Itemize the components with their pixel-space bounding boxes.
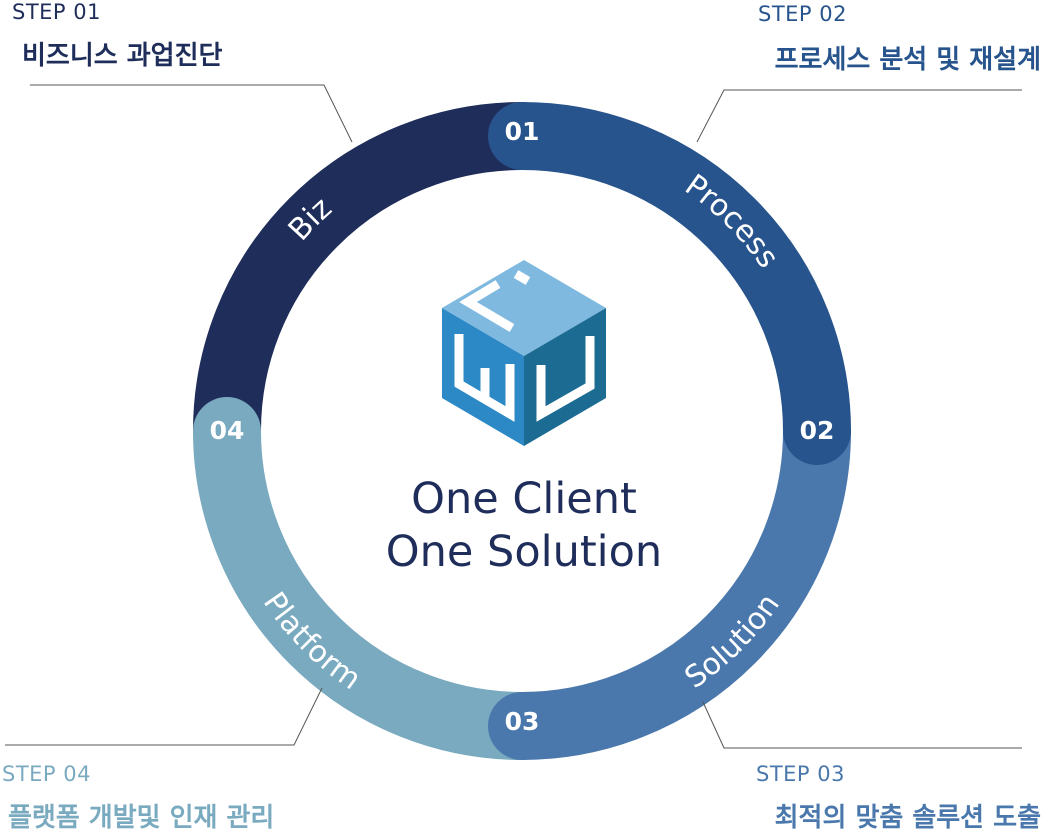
step-label-02: STEP 02 [758,2,847,26]
segment-process-arc [488,102,851,465]
step-number-04: 04 [210,416,245,445]
cube-logo-icon [442,260,606,446]
segment-solution-arc [488,397,851,760]
step-title-04: 플랫폼 개발및 인재 관리 [8,803,275,833]
step-number-01: 01 [505,117,540,146]
step-title-02: 프로세스 분석 및 재설계 [774,45,1041,75]
step-label-04: STEP 04 [2,762,91,786]
step-title-01: 비즈니스 과업진단 [22,41,223,71]
segment-platform-arc [193,397,556,760]
leader-line-step4 [5,687,323,746]
step-number-02: 02 [800,416,835,445]
center-title-line1: One Client [411,474,637,524]
center-title-line2: One Solution [386,527,662,577]
leader-line-step1 [30,84,353,143]
step-number-03: 03 [505,707,540,736]
segment-biz-arc [193,102,556,465]
step-label-03: STEP 03 [756,762,845,786]
step-label-01: STEP 01 [12,0,101,24]
leader-line-step3 [702,701,1022,749]
step-title-03: 최적의 맞춤 솔루션 도출 [774,803,1041,833]
leader-line-step2 [696,89,1022,143]
